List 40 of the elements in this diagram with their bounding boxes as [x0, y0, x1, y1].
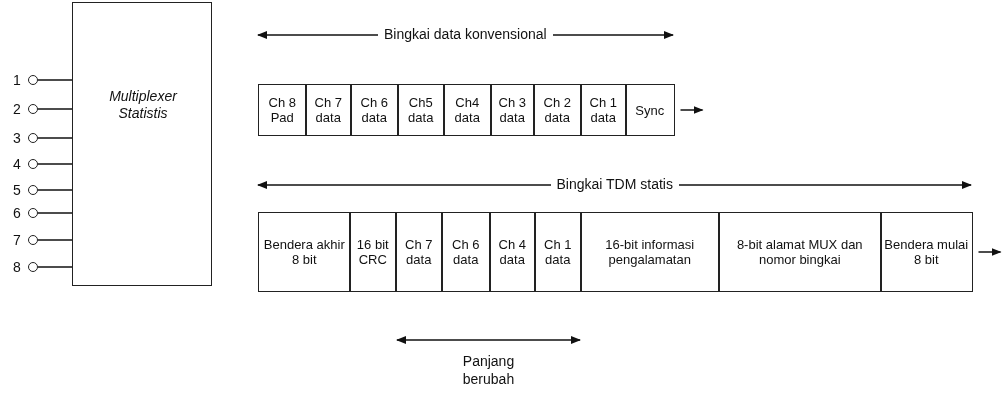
input-number: 2 [13, 101, 21, 117]
frame-field: Ch 7 data [395, 212, 443, 292]
frame-field: Ch 8 Pad [258, 84, 307, 136]
connector-line [37, 108, 73, 110]
frame-field: 8-bit alamat MUX dan nomor bingkai [718, 212, 882, 292]
frame-field: Ch4 data [443, 84, 492, 136]
multiplexer-box [72, 2, 212, 286]
frame-field: Ch 6 data [350, 84, 399, 136]
input-number: 3 [13, 130, 21, 146]
frame-field: Ch 1 data [580, 84, 627, 136]
input-number: 5 [13, 182, 21, 198]
dimension-label: Bingkai TDM statis [550, 176, 679, 192]
input-number: 6 [13, 205, 21, 221]
frame-field: Ch 1 data [534, 212, 582, 292]
frame-field: Ch5 data [397, 84, 445, 136]
connector-line [37, 189, 73, 191]
frame-field: Ch 6 data [441, 212, 491, 292]
connector-line [37, 266, 73, 268]
arrow [679, 106, 704, 114]
connector-line [37, 163, 73, 165]
frame-field: 16 bit CRC [349, 212, 397, 292]
input-number: 8 [13, 259, 21, 275]
frame-field: 16-bit informasi pengalamatan [580, 212, 720, 292]
connector-line [37, 137, 73, 139]
input-number: 7 [13, 232, 21, 248]
connector-line [37, 212, 73, 214]
connector-line [37, 79, 73, 81]
dimension-label: Bingkai data konvensional [378, 26, 553, 42]
frame-field: Ch 3 data [490, 84, 535, 136]
frame-field: Ch 2 data [533, 84, 582, 136]
multiplexer-label: Multiplexer Statistis [108, 88, 179, 122]
frame-field: Sync [625, 84, 675, 136]
arrow [977, 248, 1002, 256]
frame-field: Bendera akhir 8 bit [258, 212, 351, 292]
frame-field: Ch 7 data [305, 84, 352, 136]
frame-field: Bendera mulai 8 bit [880, 212, 973, 292]
frame-field: Ch 4 data [489, 212, 536, 292]
connector-line [37, 239, 73, 241]
input-number: 1 [13, 72, 21, 88]
input-number: 4 [13, 156, 21, 172]
